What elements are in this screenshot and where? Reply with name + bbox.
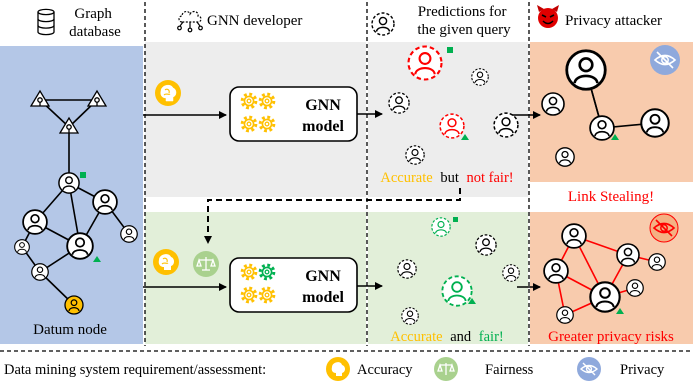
user-node-icon (589, 115, 615, 141)
legend-privacy: Privacy (620, 362, 665, 378)
link-stealing-label: Link Stealing! (568, 189, 654, 205)
result-bottom: Accurate and fair! (390, 329, 503, 345)
green-square-attribute (447, 47, 453, 53)
predicted-node-icon (431, 217, 451, 237)
user-node-icon (626, 279, 644, 297)
user-node-icon (31, 263, 49, 281)
user-node-icon (66, 232, 94, 260)
user-node-icon (561, 223, 587, 249)
user-node-icon (589, 281, 621, 313)
datum-node-label: Datum node (33, 322, 107, 338)
result-top: Accurate but not fair! (380, 170, 513, 186)
gnn-model-box: GNN model (229, 257, 358, 313)
predicted-node-icon (471, 68, 489, 86)
predicted-node-icon (397, 259, 417, 279)
query-person-icon (371, 12, 395, 36)
user-node-icon (543, 258, 569, 284)
user-node-icon (120, 225, 138, 243)
header-gnn-developer: GNN developer (207, 13, 302, 29)
gnn-model-box: GNN model (229, 86, 358, 142)
green-square-attribute (453, 217, 458, 222)
gnn-model-label: model (302, 289, 344, 306)
header-graph-database: Graph database (69, 6, 121, 40)
legend-accuracy: Accuracy (357, 362, 413, 378)
header-privacy-attacker: Privacy attacker (565, 13, 662, 29)
predicted-node-icon (493, 112, 519, 138)
fairness-icon (193, 251, 219, 277)
predicted-node-icon (441, 275, 473, 307)
legend-prefix: Data mining system requirement/assessmen… (4, 362, 266, 378)
user-node-icon (92, 189, 118, 215)
predicted-node-icon (401, 307, 419, 325)
legend-accuracy-icon (326, 357, 350, 381)
user-node-icon (22, 209, 48, 235)
user-node-icon (565, 49, 607, 91)
gnn-model-label: model (302, 118, 344, 135)
predicted-node-icon (407, 45, 443, 81)
legend-fairness-icon (434, 357, 458, 381)
predictions-panel-bottom (368, 212, 528, 344)
predicted-node-icon (405, 145, 425, 165)
gnn-model-label: GNN (305, 97, 341, 114)
user-node-icon (541, 92, 565, 116)
predicted-node-icon (475, 234, 497, 256)
predicted-node-icon (502, 264, 520, 282)
database-icon (37, 8, 55, 36)
user-node-icon (555, 147, 575, 167)
gnn-model-label: GNN (305, 268, 341, 285)
green-triangle-attribute (611, 134, 619, 140)
accuracy-icon (153, 249, 179, 275)
privacy-risk-label: Greater privacy risks (548, 329, 674, 345)
cloud-network-icon (177, 10, 203, 33)
user-node-icon (648, 253, 666, 271)
privacy-risk-icon (649, 213, 679, 243)
legend-privacy-icon (577, 357, 601, 381)
user-node-icon (58, 172, 80, 194)
datum-node-icon (64, 295, 84, 315)
green-triangle-attribute (616, 308, 624, 314)
user-node-icon (556, 306, 574, 324)
devil-icon (537, 5, 559, 28)
green-triangle-attribute (93, 256, 101, 262)
green-square-attribute (80, 172, 86, 178)
accuracy-icon (155, 80, 181, 106)
trusted-node-icon (29, 89, 108, 134)
predicted-node-icon (439, 113, 465, 139)
feedback-arrow (204, 188, 461, 244)
predicted-node-icon (388, 92, 410, 114)
user-node-icon (640, 108, 670, 138)
header-predictions: Predictions for the given query (417, 4, 511, 38)
user-node-icon (616, 243, 640, 267)
legend-fairness: Fairness (485, 362, 534, 378)
green-triangle-attribute (468, 298, 476, 304)
privacy-icon (650, 45, 680, 75)
user-node-icon (14, 239, 30, 255)
green-triangle-attribute (461, 134, 469, 140)
